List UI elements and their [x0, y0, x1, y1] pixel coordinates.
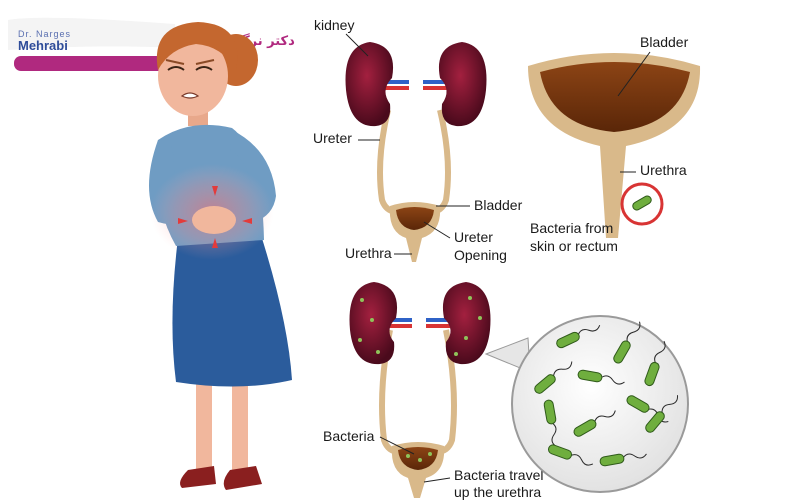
label-bacteria-travel-2: up the urethra [454, 484, 541, 500]
label-bladder-small: Bladder [474, 197, 523, 213]
left-eye [167, 66, 185, 71]
label-urethra-large: Urethra [640, 162, 687, 178]
renal-vessels-bottom [388, 318, 450, 328]
leader-bladder-large [617, 51, 651, 97]
right-brow [195, 59, 215, 65]
bacterium [534, 361, 573, 394]
bladder-large-fill [540, 62, 690, 132]
bacterium [556, 325, 601, 349]
magnifier-circle [511, 315, 689, 493]
left-leg [196, 380, 212, 470]
logo-background [8, 17, 178, 50]
bladder-infected-fill [398, 447, 438, 470]
left-shoe [180, 466, 216, 488]
right-eye [195, 66, 213, 71]
head [158, 36, 228, 116]
bacterium [543, 399, 557, 447]
hair [156, 22, 238, 70]
bladder-large-labels: Bladder Urethra Bacteria from skin or re… [530, 34, 689, 254]
logo-line1: Dr. Narges [18, 29, 71, 39]
leader-bacteria-travel [423, 477, 451, 483]
pain-arrows [178, 186, 252, 248]
label-urethra-small: Urethra [345, 245, 392, 261]
label-ureter-opening-1: Ureter [454, 229, 493, 245]
label-bacteria-from-1: Bacteria from [530, 220, 613, 236]
leader-ureter-opening [423, 221, 451, 239]
right-ureter [429, 109, 451, 215]
urinary-system-bottom [349, 282, 491, 498]
pain-arrow-top [212, 186, 218, 196]
logo: Dr. Narges Mehrabi دکتر نرگس مهرابی جراح… [8, 17, 329, 71]
label-ureter: Ureter [313, 130, 352, 146]
right-kidney-infected [442, 282, 491, 365]
right-shoe [223, 466, 262, 490]
right-kidney [438, 42, 487, 127]
leader-kidney [345, 33, 369, 57]
hands [192, 206, 236, 234]
woman-illustration [149, 22, 292, 490]
urinary-system-top [345, 42, 487, 262]
logo-line2: Mehrabi [18, 38, 68, 53]
kidney-bacteria-spots [358, 296, 482, 356]
bladder-bacteria-spots [406, 452, 432, 462]
bacteria-cells [534, 321, 679, 467]
renal-vessels-top [385, 80, 447, 90]
left-kidney [345, 42, 394, 127]
bacterium [613, 321, 641, 364]
label-bladder-large: Bladder [640, 34, 689, 50]
left-brow [165, 59, 185, 65]
label-kidney: kidney [314, 17, 354, 33]
left-kidney-infected [349, 282, 398, 365]
top-labels: kidney Ureter Bladder Ureter Opening Ure… [313, 17, 523, 263]
bottom-labels: Bacteria Bacteria travel up the urethra [323, 428, 543, 500]
label-bacteria-from-2: skin or rectum [530, 238, 618, 254]
bacterium [644, 340, 666, 387]
bacterium [547, 444, 594, 466]
bacterium [645, 395, 679, 433]
label-bacteria-travel-1: Bacteria travel [454, 467, 543, 483]
bacteria-entry [632, 195, 652, 211]
label-ureter-opening-2: Opening [454, 247, 507, 263]
bladder-small-fill [396, 207, 434, 230]
bladder-large [528, 53, 701, 238]
bacterium [599, 453, 647, 467]
left-ureter [377, 109, 399, 215]
right-leg [232, 380, 248, 470]
mouth [180, 92, 200, 99]
leader-bacteria [379, 436, 415, 455]
pain-arrow-bottom [212, 238, 218, 248]
label-bacteria: Bacteria [323, 428, 375, 444]
logo-bar [14, 56, 180, 71]
skirt [172, 232, 292, 387]
bacterium [573, 410, 616, 437]
pain-arrow-right [242, 218, 252, 224]
pain-arrow-left [178, 218, 188, 224]
magnified-bacteria [484, 315, 689, 493]
bacterium [577, 369, 625, 385]
